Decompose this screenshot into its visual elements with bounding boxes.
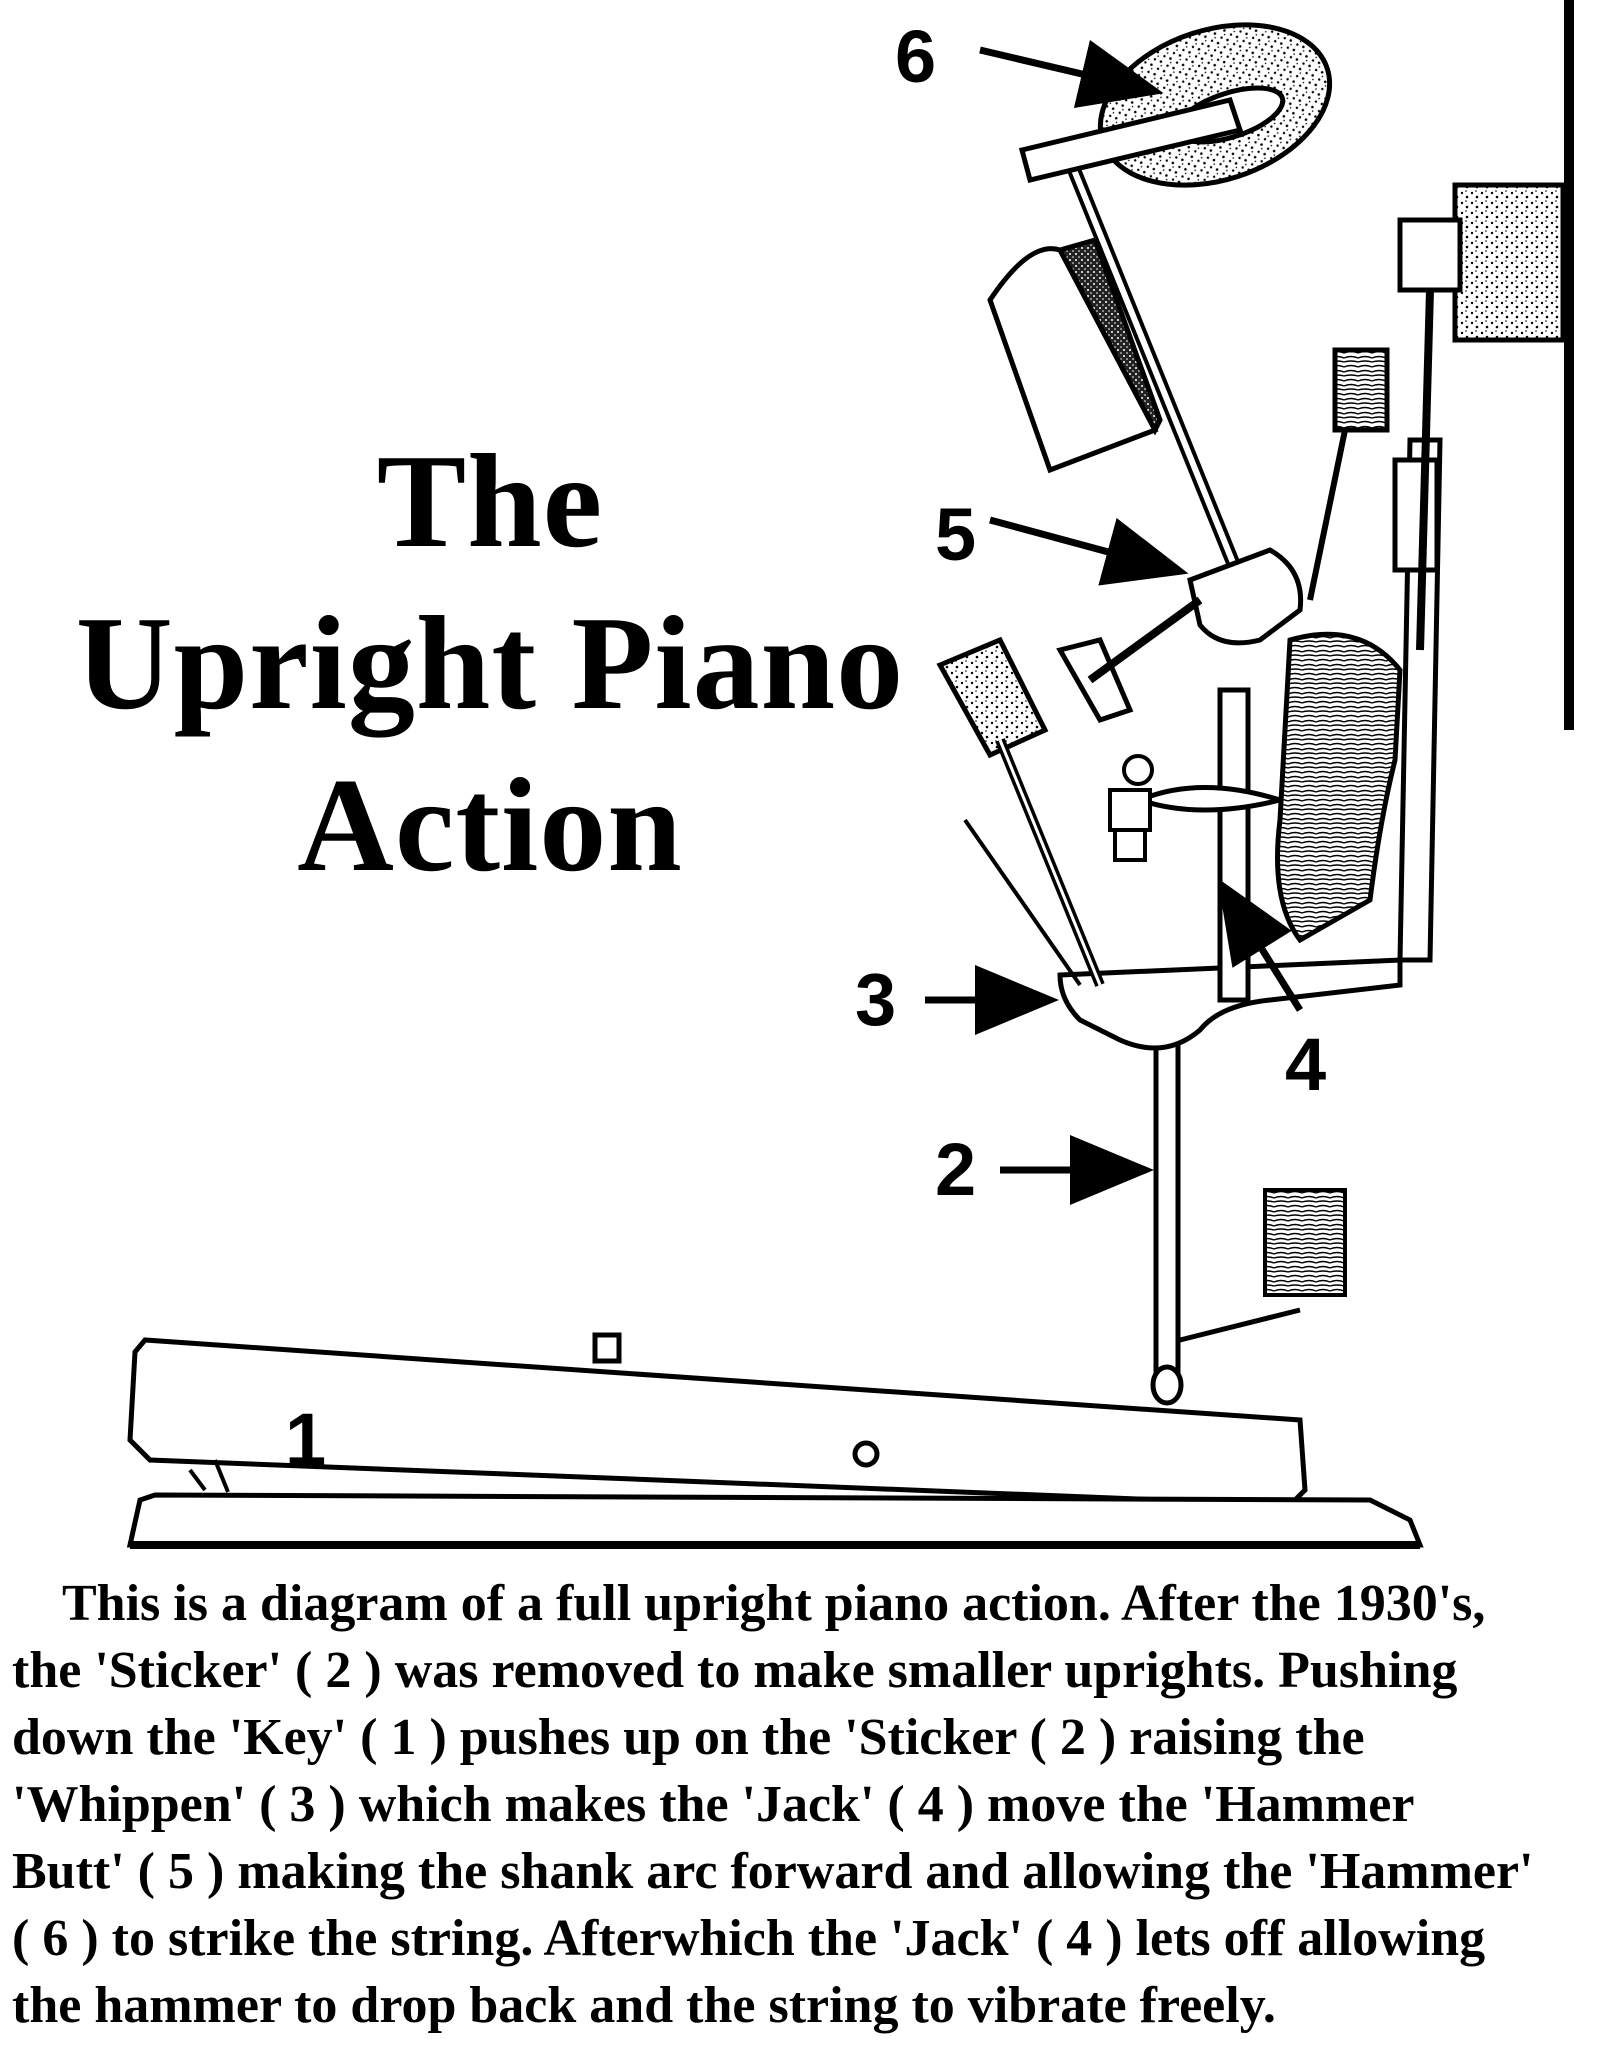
caption: This is a diagram of a full upright pian… — [12, 1570, 1592, 2039]
hammer-rail — [987, 236, 1163, 474]
key-frame — [126, 1459, 1424, 1549]
lower-block — [1263, 1188, 1347, 1297]
label-2: 2 — [935, 1128, 976, 1211]
jack — [1132, 687, 1290, 1003]
backcheck — [936, 596, 1203, 987]
label-3: 3 — [855, 958, 896, 1041]
hammer-butt — [1187, 547, 1304, 646]
caption-line-4: 'Whippen' ( 3 ) which makes the 'Jack' (… — [12, 1776, 1415, 1833]
title-line-1: The — [376, 427, 604, 575]
caption-line-6: ( 6 ) to strike the string. Afterwhich t… — [12, 1910, 1486, 1967]
label-4: 4 — [1285, 1023, 1326, 1106]
caption-line-7: the hammer to drop back and the string t… — [12, 1977, 1276, 2034]
label-1: 1 — [285, 1398, 326, 1481]
title-line-2: Upright Piano — [75, 589, 905, 737]
action-rail — [1275, 437, 1443, 963]
arrow-4 — [1217, 878, 1303, 1012]
piano-action-diagram: 6 5 3 4 2 1 — [126, 0, 1574, 1549]
caption-line-5: Butt' ( 5 ) making the shank arc forward… — [12, 1843, 1534, 1900]
caption-line-1: This is a diagram of a full upright pian… — [62, 1575, 1486, 1632]
frame-edge — [1564, 0, 1574, 730]
arrow-6 — [979, 39, 1164, 109]
regulating-button — [1108, 754, 1154, 862]
sticker — [1150, 1027, 1184, 1406]
title-line-3: Action — [297, 751, 683, 899]
caption-line-2: the 'Sticker' ( 2 ) was removed to make … — [12, 1642, 1458, 1699]
diagram-title: The Upright Piano Action — [40, 420, 940, 906]
label-6: 6 — [895, 15, 936, 98]
arrow-5 — [989, 516, 1189, 586]
damper — [1307, 182, 1566, 651]
hammer — [1018, 22, 1333, 188]
caption-line-3: down the 'Key' ( 1 ) pushes up on the 'S… — [12, 1709, 1365, 1766]
whippen — [1057, 957, 1403, 1051]
label-5: 5 — [935, 493, 976, 576]
